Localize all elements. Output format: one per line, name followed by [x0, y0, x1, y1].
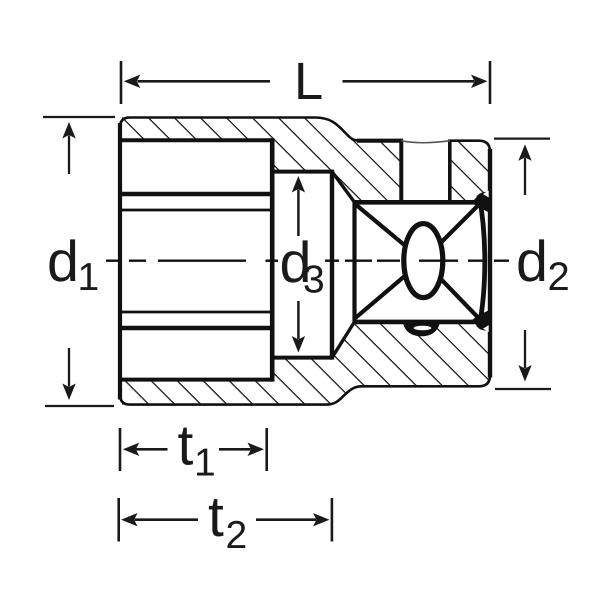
svg-text:t: t [178, 414, 194, 478]
svg-text:2: 2 [548, 255, 570, 299]
svg-text:2: 2 [226, 514, 248, 557]
svg-text:d: d [47, 230, 79, 294]
svg-text:1: 1 [78, 256, 100, 299]
svg-text:d: d [280, 231, 312, 295]
svg-text:d: d [516, 230, 548, 294]
svg-text:3: 3 [303, 258, 325, 301]
svg-text:t: t [208, 485, 224, 549]
svg-text:L: L [294, 52, 323, 111]
svg-text:1: 1 [194, 442, 216, 485]
